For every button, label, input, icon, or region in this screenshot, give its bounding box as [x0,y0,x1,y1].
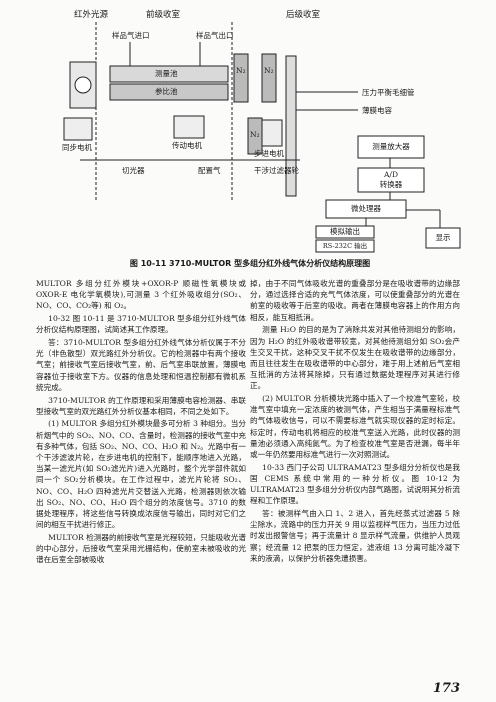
label-measure-chamber: 测量池 [155,69,178,78]
label-rs232-output: RS-232C 输出 [322,242,368,250]
paragraph: MULTOR 多组分红外模块+OXOR-P 顺磁性氧模块或 OXOR-E 电化学… [36,279,246,311]
label-ad-line2: 转换器 [379,180,403,189]
diagram-lines [63,22,461,253]
label-ir-source: 红外光源 [74,10,109,20]
label-thin-film-capacitor: 薄膜电容 [362,106,392,115]
label-reference-chamber: 参比池 [155,87,178,96]
paragraph: 答：被测样气由入口 1、2 进入，首先经蒸式过滤器 5 除尘除水，流路中的压力开… [250,509,460,563]
label-analog-output: 模拟输出 [330,227,360,236]
label-microprocessor: 微处理器 [351,204,381,213]
label-drive-motor: 传动电机 [172,141,202,150]
label-display: 显示 [435,233,451,242]
label-sync-motor: 同步电机 [62,143,92,152]
label-sample-gas-out: 样品气出口 [196,31,234,40]
label-sample-gas-in: 样品气进口 [112,31,150,40]
right-column: 掉，由于不同气体吸收光谱的重叠部分是在吸收谱带的边缘部分，通过选择合适的充气气体… [250,278,460,566]
figure-structure-diagram: 红外光源 前级收室 后级收室 样品气进口 样品气出口 测量池 参比池 N₂ N₂… [0,0,496,268]
paragraph: (2) MULTOR 分析模块光路中插入了一个校准气室轮，校准气室中填充一定浓度… [250,394,460,460]
figure-caption: 图 10-11 3710-MULTOR 型多组分红外线气体分析仪结构原理图 [129,259,371,268]
paragraph: 答：3710-MULTOR 型多组分红外线气体分析仪属于不分光（非色散型）双光路… [36,338,246,392]
label-filter-wheel: 干涉过滤器轮 [254,166,299,175]
page-number: 173 [432,681,460,696]
label-front-chamber: 前级收室 [146,10,181,20]
paragraph: (1) MULTOR 多组分红外模块最多可分析 3 种组分。当分析烟气中的 SO… [36,419,246,530]
label-rear-chamber: 后级收室 [286,10,321,20]
label-chopper: 切光器 [122,166,145,175]
left-column: MULTOR 多组分红外模块+OXOR-P 顺磁性氧模块或 OXOR-E 电化学… [36,278,246,567]
label-n2-bottom: N₂ [250,130,260,139]
label-n2-rear: N₂ [264,66,274,75]
paragraph: 测量 H₂O 的目的是为了消除共发对其他待测组分的影响，因为 H₂O 的红外吸收… [250,325,460,391]
label-pressure-capillary: 压力平衡毛细管 [362,88,415,97]
paragraph: 掉，由于不同气体吸收光谱的重叠部分是在吸收谱带的边缘部分，通过选择合适的充气气体… [250,279,460,322]
label-ad-line1: A/D [384,170,398,179]
label-measure-amplifier: 测量放大器 [372,142,410,151]
label-n2-front: N₂ [236,66,246,75]
paragraph: MULTOR 检测器的前接收气室是光程较短，只能吸收光谱的中心部分，后接收气室采… [36,532,246,565]
label-gas-distributor: 配置气 [198,166,221,175]
paragraph: 10-32 图 10-11 是 3710-MULTOR 型多组分红外线气体分析仪… [36,314,246,335]
paragraph: 3710-MULTOR 的工作原理和采用薄膜电容检测器、串联型接收气室的双光路红… [36,395,246,416]
label-stepper-motor: 步进电机 [254,149,284,158]
paragraph: 10-33 西门子公司 ULTRAMAT23 型多组分分析仪也是我国 CEMS … [250,462,460,506]
